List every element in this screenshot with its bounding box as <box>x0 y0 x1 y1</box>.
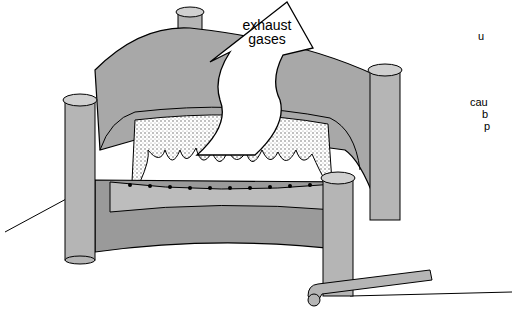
cropped-note: p <box>484 120 490 132</box>
cropped-note: b <box>482 108 488 120</box>
cropped-note: u <box>478 30 484 42</box>
cropped-note: cau <box>470 96 488 108</box>
exhaust-arrow: exhaust gases <box>175 0 330 160</box>
arrow-label: exhaust gases <box>237 18 297 46</box>
